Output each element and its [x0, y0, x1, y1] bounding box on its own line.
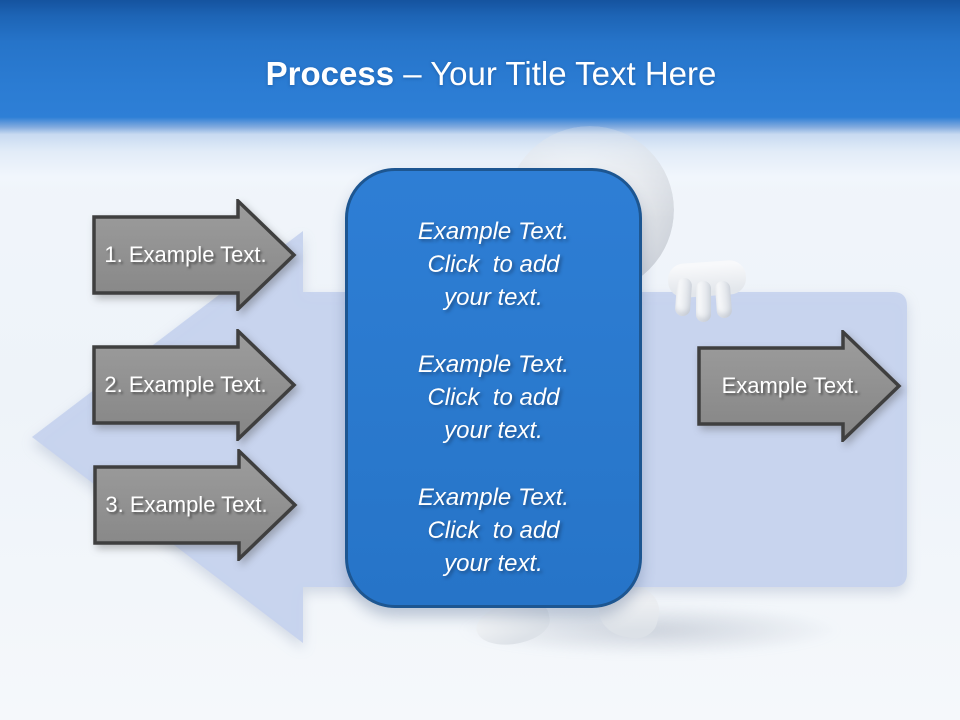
slide-title: Process – Your Title Text Here [0, 54, 960, 94]
output-arrow-label: Example Text. [721, 373, 860, 398]
title-emphasis: Process [265, 55, 395, 92]
panel-paragraph-1[interactable]: Example Text. Click to add your text. [417, 218, 570, 311]
step-arrow-3-label: 3. Example Text. [105, 492, 268, 517]
figure-finger [714, 280, 733, 319]
step-arrow-1-label: 1. Example Text. [104, 242, 267, 267]
panel-paragraph-2[interactable]: Example Text. Click to add your text. [417, 351, 570, 444]
panel-paragraph-3[interactable]: Example Text. Click to add your text. [417, 484, 570, 577]
output-arrow[interactable]: Example Text. [697, 330, 902, 442]
header-band [0, 0, 960, 192]
step-arrow-2-label: 2. Example Text. [104, 372, 267, 397]
step-arrow-2[interactable]: 2. Example Text. [92, 329, 297, 441]
center-text-panel[interactable]: Example Text. Click to add your text. Ex… [345, 168, 642, 608]
step-arrow-3[interactable]: 3. Example Text. [93, 449, 298, 561]
figure-finger [696, 281, 711, 322]
title-regular: – Your Title Text Here [394, 55, 717, 92]
step-arrow-1[interactable]: 1. Example Text. [92, 199, 297, 311]
figure-hand [664, 259, 756, 322]
figure-finger [674, 277, 693, 317]
